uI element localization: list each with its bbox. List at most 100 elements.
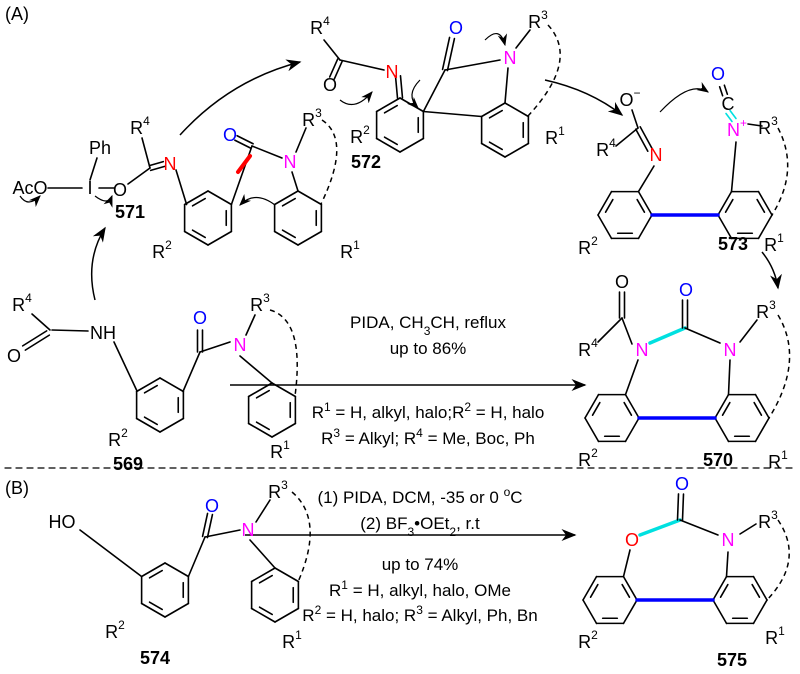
aromatic-bond xyxy=(623,401,633,416)
double-bond xyxy=(149,165,166,172)
atom-symbol: HO xyxy=(49,512,76,532)
atom-label: R2 xyxy=(152,238,172,262)
condition-line: R2 = H, halo; R3 = Alkyl, Ph, Bn xyxy=(302,603,537,625)
ring-bond xyxy=(271,422,297,438)
double-bond xyxy=(729,109,737,120)
aromatic-bond xyxy=(255,389,270,399)
atom-label: R2 xyxy=(578,628,598,652)
ring-bond xyxy=(399,137,425,153)
atom-label: O xyxy=(113,180,127,200)
electron-push-arrow xyxy=(19,195,41,208)
atom-symbol: R xyxy=(545,128,558,148)
ring-bond xyxy=(207,230,233,246)
aromatic-bond xyxy=(143,384,158,394)
atom-label: R3 xyxy=(302,106,322,130)
ring-bond xyxy=(207,190,233,206)
atom-symbol: O xyxy=(679,280,693,300)
double-bond xyxy=(206,513,214,539)
atom-symbol: O xyxy=(711,64,725,84)
double-bond xyxy=(635,128,649,152)
atom-label: N xyxy=(722,530,735,550)
ring-bond xyxy=(637,190,653,216)
bond xyxy=(182,351,201,393)
compound-570-label: 570 xyxy=(703,450,733,470)
atom-superscript: 1 xyxy=(295,628,302,642)
atom-label: R1 xyxy=(270,438,290,462)
atom-symbol: N xyxy=(727,120,740,140)
double-bond xyxy=(723,84,729,96)
condition-line: (1) PIDA, DCM, -35 or 0 oC xyxy=(317,485,522,507)
double-bond xyxy=(446,37,456,72)
atom-superscript: − xyxy=(634,86,641,100)
bond xyxy=(127,167,151,185)
ring-bond xyxy=(159,377,185,393)
atom-label: R3 xyxy=(758,114,778,138)
aromatic-bond xyxy=(143,416,158,426)
bond xyxy=(239,355,273,384)
ring-bond xyxy=(714,417,730,443)
condition-text: R xyxy=(321,429,333,448)
bond xyxy=(444,59,501,71)
atom-label: R1 xyxy=(545,124,565,148)
new-co-bond xyxy=(638,518,682,537)
bond xyxy=(249,539,276,569)
condition-text: 1 xyxy=(341,578,348,592)
aromatic-bond xyxy=(383,104,398,114)
atom-symbol: R xyxy=(528,12,541,32)
condition-line: up to 74% xyxy=(382,555,459,574)
atom-label: O xyxy=(711,64,725,84)
atom-symbol: O xyxy=(625,530,639,550)
atom-symbol: R xyxy=(756,302,769,322)
atom-label: R2 xyxy=(105,618,125,642)
bond xyxy=(621,317,633,345)
ring-bond xyxy=(717,190,733,216)
condition-line: up to 86% xyxy=(390,339,467,358)
bond xyxy=(727,359,731,396)
atom-superscript: 2 xyxy=(591,628,598,642)
atom-symbol: R xyxy=(268,482,281,502)
atom-superscript: 4 xyxy=(323,14,330,28)
ring-bond xyxy=(622,599,638,625)
atom-symbol: R xyxy=(764,235,777,255)
ring-bond xyxy=(752,599,768,625)
condition-text: 2 xyxy=(449,525,456,539)
compound-572-label: 572 xyxy=(351,152,381,172)
double-bond xyxy=(234,139,252,150)
ring-bond xyxy=(584,417,600,443)
aromatic-bond xyxy=(721,401,731,416)
ring-bond xyxy=(480,102,506,118)
dashed-ring-arc xyxy=(291,491,311,583)
conditions-b: (1) PIDA, DCM, -35 or 0 oC(2) BF3•OEt2, … xyxy=(302,485,537,625)
atom-superscript: 3 xyxy=(771,508,778,522)
atom-label: O xyxy=(193,308,207,328)
ring-bond xyxy=(622,575,638,601)
atom-symbol: NH xyxy=(90,323,116,343)
bond xyxy=(679,519,719,536)
bond xyxy=(199,341,231,353)
atom-symbol: R xyxy=(105,622,118,642)
condition-text: = H, alkyl, halo;R xyxy=(331,403,465,422)
atom-symbol: R xyxy=(578,238,591,258)
double-bond xyxy=(24,334,51,351)
atom-label: O xyxy=(323,75,337,95)
atom-label: R4 xyxy=(578,336,598,360)
ring-bond xyxy=(159,417,185,433)
condition-text: 2 xyxy=(464,400,471,414)
aromatic-bond xyxy=(636,198,646,213)
atom-superscript: 3 xyxy=(315,106,322,120)
condition-text: = Alkyl, Ph, Bn xyxy=(423,606,538,625)
atom-symbol: R xyxy=(765,628,778,648)
atom-symbol: R xyxy=(250,295,263,315)
condition-text: C xyxy=(510,488,522,507)
atom-label: Ph xyxy=(89,138,111,158)
aromatic-bond xyxy=(621,583,631,598)
ring-bond xyxy=(297,190,323,206)
atom-label: R4 xyxy=(130,114,150,138)
atom-superscript: 2 xyxy=(165,238,172,252)
bond xyxy=(245,314,256,336)
atom-superscript: 3 xyxy=(541,8,548,22)
ring-bond xyxy=(273,230,299,246)
bond xyxy=(79,529,143,578)
